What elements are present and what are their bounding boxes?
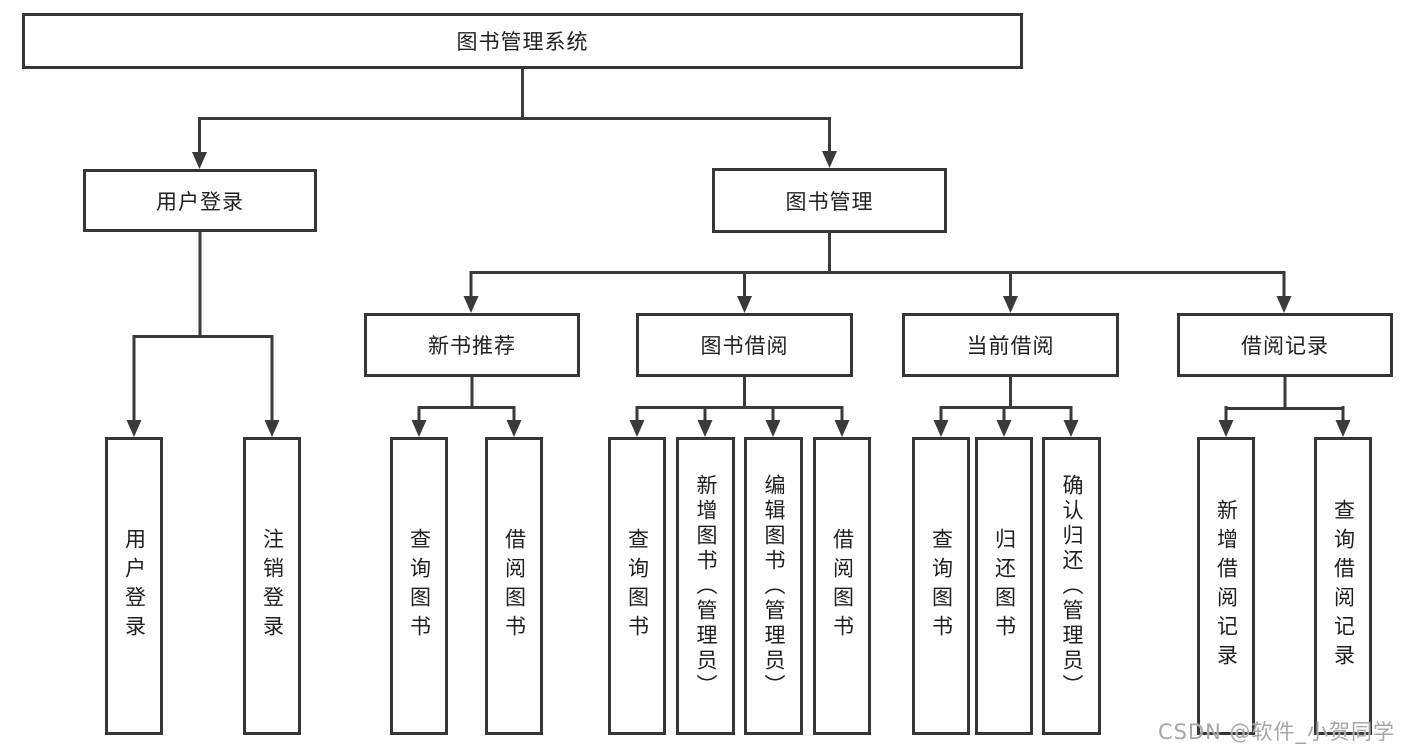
node-label: 新增图书（管理员） (694, 473, 718, 699)
node-book-management: 图书管理 (712, 168, 947, 233)
node-label: 查询图书 (625, 528, 650, 644)
arrowhead-icon (737, 296, 752, 313)
arrowhead-icon (1003, 296, 1018, 313)
arrowhead-icon (834, 420, 850, 437)
node-label: 图书管理系统 (456, 30, 589, 54)
leaf-return-books: 归还图书 (975, 437, 1033, 735)
node-label: 图书管理 (785, 189, 874, 214)
node-label: 新增借阅记录 (1214, 499, 1239, 673)
node-label: 图书借阅 (700, 334, 789, 358)
node-label: 借阅记录 (1241, 334, 1329, 358)
connector-root (198, 69, 831, 153)
node-label: 当前借阅 (966, 334, 1055, 358)
node-root-system: 图书管理系统 (22, 13, 1023, 69)
arrowhead-icon (629, 420, 645, 437)
arrowhead-icon (126, 420, 142, 437)
leaf-newbook-borrow-books: 借阅图书 (485, 437, 543, 735)
arrowhead-icon (1063, 420, 1079, 437)
leaf-query-borrow-record: 查询借阅记录 (1314, 437, 1372, 735)
connector-current-borrow (939, 377, 1073, 421)
node-user-login: 用户登录 (83, 169, 317, 232)
connector-borrow-record (1224, 377, 1345, 421)
watermark: CSDN @软件_小贺同学 (1157, 720, 1395, 744)
arrowhead-icon (765, 420, 781, 437)
arrowhead-icon (411, 420, 427, 437)
node-label: 查询借阅记录 (1331, 499, 1356, 673)
connector-book-management (469, 233, 1286, 297)
arrowhead-icon (822, 151, 837, 168)
leaf-add-books-admin: 新增图书（管理员） (676, 437, 735, 735)
connector-user-login (132, 232, 274, 421)
arrowhead-icon (933, 420, 949, 437)
arrowhead-icon (1218, 420, 1234, 437)
node-borrow-record: 借阅记录 (1177, 313, 1393, 377)
node-label: 用户登录 (122, 528, 147, 644)
arrowhead-icon (506, 420, 522, 437)
node-label: 用户登录 (156, 189, 244, 214)
node-label: 注销登录 (260, 528, 285, 644)
arrowhead-icon (697, 420, 713, 437)
arrowhead-icon (996, 420, 1012, 437)
leaf-add-borrow-record: 新增借阅记录 (1197, 437, 1255, 735)
arrowhead-icon (264, 420, 280, 437)
leaf-newbook-query-books: 查询图书 (390, 437, 448, 735)
node-current-borrow: 当前借阅 (902, 313, 1119, 377)
leaf-confirm-return-admin: 确认归还（管理员） (1042, 437, 1101, 735)
leaf-borrow-query-books: 查询图书 (608, 437, 666, 735)
node-label: 编辑图书（管理员） (762, 473, 786, 699)
node-label: 新书推荐 (428, 334, 516, 358)
node-label: 查询图书 (407, 528, 432, 644)
node-label: 归还图书 (992, 528, 1017, 644)
leaf-user-login: 用户登录 (105, 437, 163, 735)
node-new-book-recommend: 新书推荐 (364, 313, 580, 377)
node-label: 查询图书 (929, 528, 954, 644)
node-label: 借阅图书 (502, 528, 527, 644)
node-label: 借阅图书 (830, 528, 855, 644)
arrowhead-icon (1276, 296, 1292, 313)
node-book-borrow: 图书借阅 (636, 313, 853, 377)
connector-book-borrow (635, 377, 844, 421)
connector-new-book (417, 377, 516, 421)
leaf-current-query-books: 查询图书 (912, 437, 970, 735)
arrowhead-icon (1335, 420, 1351, 437)
arrowhead-icon (463, 296, 479, 313)
leaf-logout: 注销登录 (243, 437, 301, 735)
leaf-borrow-books: 借阅图书 (813, 437, 871, 735)
arrowhead-icon (192, 152, 207, 169)
node-label: 确认归还（管理员） (1060, 473, 1084, 699)
leaf-edit-books-admin: 编辑图书（管理员） (744, 437, 803, 735)
